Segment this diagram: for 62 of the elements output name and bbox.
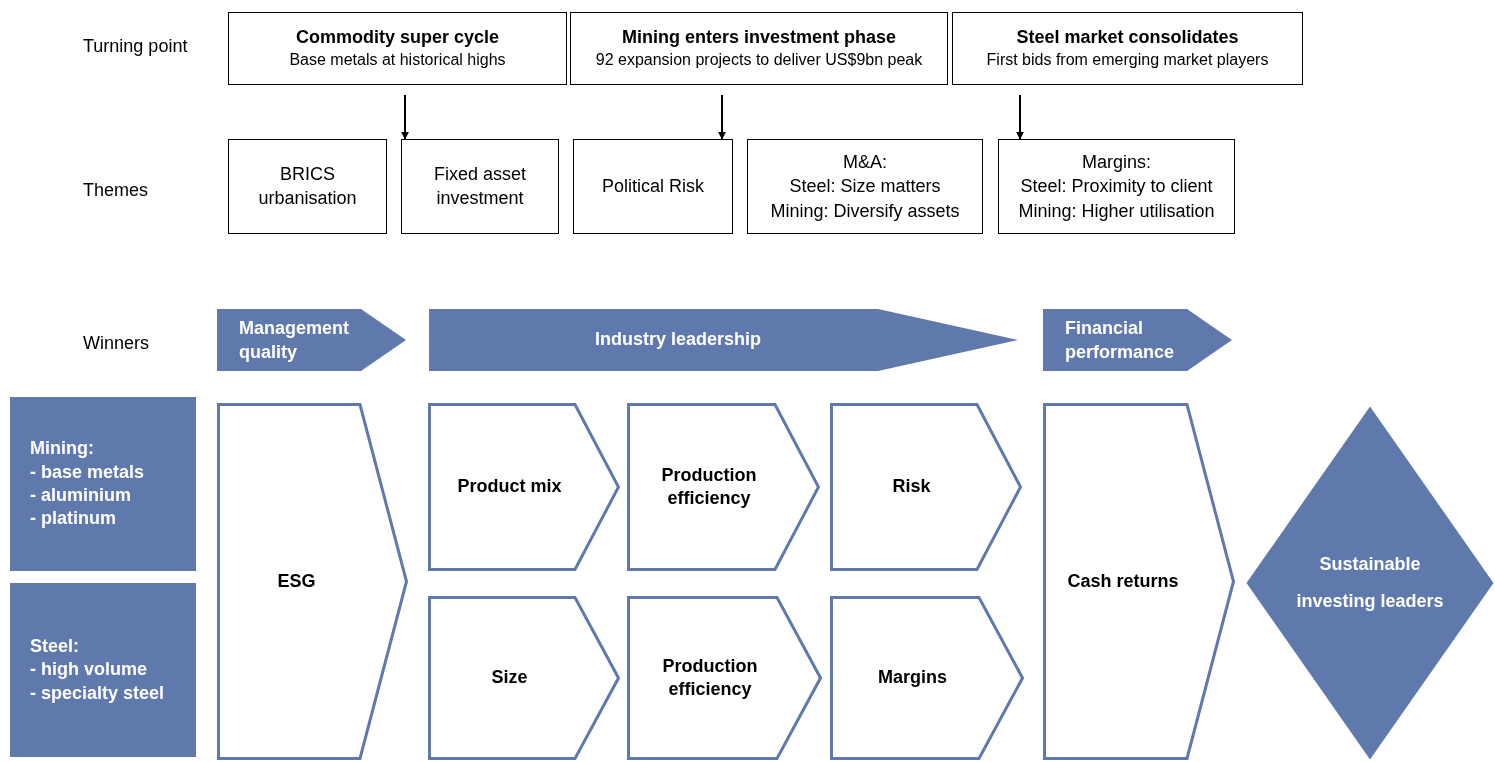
node-text: Steel: xyxy=(30,634,81,658)
node-text: Cash returns xyxy=(1066,569,1180,593)
node-text: Risk xyxy=(891,475,932,499)
chevron-outline xyxy=(428,403,620,571)
node-text: Production efficiency xyxy=(661,654,759,701)
node-text: Sustainable investing leaders xyxy=(1295,553,1445,613)
turning-point-box xyxy=(952,12,1303,85)
node-text: Production efficiency xyxy=(660,463,758,510)
node-text: Margins xyxy=(877,666,948,690)
node-title: Commodity super cycle xyxy=(294,26,501,50)
node-text: Mining: Higher utilisation xyxy=(1017,199,1216,223)
theme-box xyxy=(747,139,983,234)
sector-panel xyxy=(10,397,196,571)
node-text: Mining: xyxy=(30,437,95,461)
node-subtitle: Base metals at historical highs xyxy=(288,49,507,70)
node-subtitle: 92 expansion projects to deliver US$9bn peak xyxy=(594,49,924,70)
chevron-outline xyxy=(830,403,1022,571)
sector-panel xyxy=(10,583,196,757)
node-text: Steel: Size matters xyxy=(788,175,942,199)
arrow xyxy=(401,94,409,140)
chevron-outline xyxy=(1043,403,1235,760)
row-label: Themes xyxy=(83,180,149,201)
row-label: Winners xyxy=(83,333,149,354)
node-text: Political Risk xyxy=(601,174,705,198)
node-text: Steel: Proximity to client xyxy=(1019,175,1214,199)
chevron-outline xyxy=(428,596,620,760)
node-text: Fixed asset investment xyxy=(432,163,527,210)
node-text: Management quality xyxy=(239,316,351,364)
theme-box xyxy=(401,139,559,234)
node-title: Steel market consolidates xyxy=(1015,26,1240,50)
node-text: Margins: xyxy=(1081,151,1152,175)
node-subtitle: First bids from emerging market players xyxy=(985,49,1270,70)
turning-point-box xyxy=(228,12,567,85)
chevron-banner xyxy=(1043,309,1232,371)
goal-diamond xyxy=(1245,405,1495,761)
node-text: Financial performance xyxy=(1065,316,1176,364)
chevron-banner xyxy=(429,309,1018,371)
turning-point-box xyxy=(570,12,948,85)
chevron-outline xyxy=(217,403,408,760)
node-text: - platinum xyxy=(30,507,117,531)
node-text: - base metals xyxy=(30,460,146,484)
theme-box xyxy=(228,139,387,234)
theme-box xyxy=(573,139,733,234)
node-text: BRICS urbanisation xyxy=(257,163,358,210)
theme-box xyxy=(998,139,1235,234)
node-text: - aluminium xyxy=(30,484,132,507)
chevron-banner xyxy=(217,309,406,371)
node-text: M&A: xyxy=(842,151,888,175)
node-text: ESG xyxy=(276,569,317,593)
node-text: Size xyxy=(490,666,529,690)
arrow xyxy=(718,94,726,140)
node-text: Mining: Diversify assets xyxy=(769,199,961,223)
node-text: - high volume xyxy=(30,658,148,682)
chevron-outline xyxy=(627,596,822,760)
node-text: Industry leadership xyxy=(595,328,763,352)
chevron-outline xyxy=(830,596,1024,760)
node-text: Product mix xyxy=(456,475,563,499)
row-label: Turning point xyxy=(83,36,188,57)
node-text: - specialty steel xyxy=(30,681,166,705)
arrow xyxy=(1016,94,1024,140)
chevron-outline xyxy=(627,403,820,571)
node-title: Mining enters investment phase xyxy=(620,26,898,50)
